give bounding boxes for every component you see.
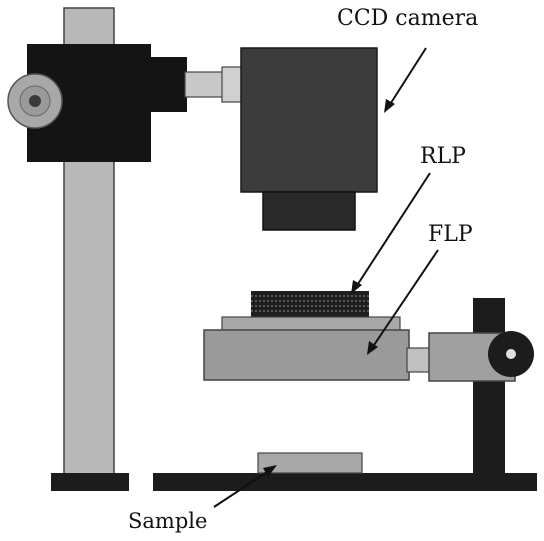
rlp-arrow: [351, 172, 431, 294]
ccd-camera-body: [240, 47, 378, 193]
flp-stage-block: [203, 329, 410, 381]
rlp-label: RLP: [420, 144, 466, 169]
arm-collar: [149, 57, 187, 112]
arm-rod: [184, 71, 226, 98]
ccd-camera-lens: [262, 191, 356, 231]
sample-arrow: [213, 465, 277, 508]
sample: [257, 452, 363, 474]
ccd-camera-label: CCD camera: [337, 6, 479, 31]
sample-label: Sample: [128, 509, 208, 533]
left-foot: [51, 473, 129, 491]
flp-arrow: [367, 249, 439, 355]
ccd-camera-arrow: [384, 47, 427, 113]
base-plate: [153, 473, 537, 491]
right-post: [473, 298, 505, 476]
arm-coupler: [221, 66, 243, 103]
flp-top-plate: [221, 316, 401, 332]
clamp-knob-center: [29, 95, 41, 107]
flp-label: FLP: [428, 222, 473, 247]
right-knob-center: [506, 349, 516, 359]
right-connector-rod: [406, 347, 432, 373]
rlp-plate: [251, 291, 369, 317]
